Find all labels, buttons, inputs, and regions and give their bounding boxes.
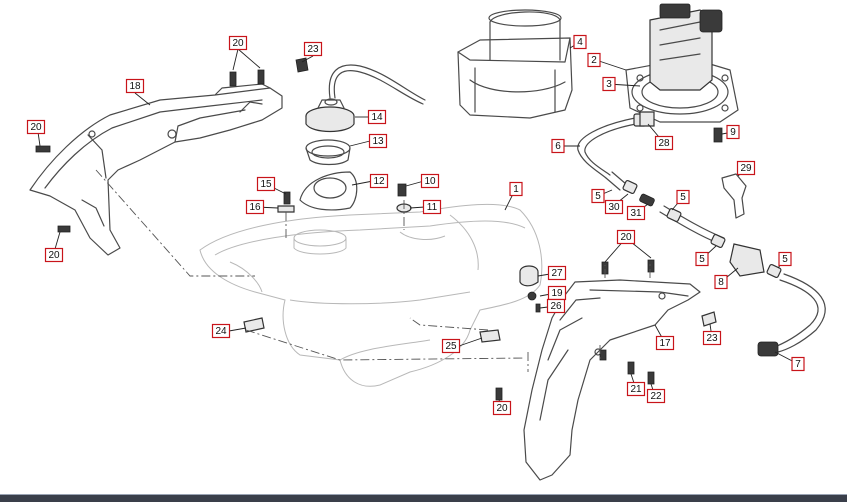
callout-number: 29 bbox=[740, 163, 752, 174]
callout-number: 25 bbox=[445, 341, 457, 352]
callout-c5b: 5 bbox=[676, 189, 690, 205]
callout-c5c: 5 bbox=[695, 251, 709, 267]
callout-number: 5 bbox=[680, 192, 686, 203]
callout-c16: 16 bbox=[245, 199, 265, 215]
callout-number: 6 bbox=[555, 141, 561, 152]
callout-c7: 7 bbox=[791, 356, 805, 372]
callout-number: 1 bbox=[513, 184, 519, 195]
fuel-pump-housing bbox=[457, 9, 573, 119]
callout-number: 12 bbox=[373, 176, 385, 187]
left-radiator-shroud bbox=[29, 83, 283, 256]
filler-neck-ring bbox=[299, 171, 358, 211]
breather-hose bbox=[328, 64, 426, 105]
callout-c5a: 5 bbox=[591, 188, 605, 204]
callout-c23b: 23 bbox=[702, 330, 722, 346]
callout-c20e: 20 bbox=[492, 400, 512, 416]
callout-c17: 17 bbox=[655, 335, 675, 351]
callout-number: 5 bbox=[595, 191, 601, 202]
callout-c9: 9 bbox=[726, 124, 740, 140]
callout-number: 22 bbox=[650, 391, 662, 402]
callout-c12: 12 bbox=[369, 173, 389, 189]
callout-number: 9 bbox=[730, 127, 736, 138]
callout-number: 20 bbox=[30, 122, 42, 133]
leader-lines bbox=[37, 41, 799, 409]
callout-number: 8 bbox=[718, 277, 724, 288]
callout-c23a: 23 bbox=[303, 41, 323, 57]
callout-c1: 1 bbox=[509, 181, 523, 197]
callout-number: 24 bbox=[215, 326, 227, 337]
callout-c8: 8 bbox=[714, 274, 728, 290]
callout-number: 3 bbox=[606, 79, 612, 90]
callout-c20d: 20 bbox=[616, 229, 636, 245]
right-radiator-shroud bbox=[523, 279, 701, 481]
callout-number: 20 bbox=[496, 403, 508, 414]
callout-c6: 6 bbox=[551, 138, 565, 154]
callout-c5d: 5 bbox=[778, 251, 792, 267]
callout-c21: 21 bbox=[626, 381, 646, 397]
fuel-tank bbox=[199, 203, 543, 387]
callout-c25: 25 bbox=[441, 338, 461, 354]
callout-c14: 14 bbox=[367, 109, 387, 125]
bottom-scrollbar[interactable] bbox=[0, 494, 847, 502]
callout-c28: 28 bbox=[654, 135, 674, 151]
callout-number: 7 bbox=[795, 359, 801, 370]
callout-number: 5 bbox=[699, 254, 705, 265]
callout-c15: 15 bbox=[256, 176, 276, 192]
callout-c13: 13 bbox=[368, 133, 388, 149]
callout-number: 10 bbox=[424, 176, 436, 187]
fuel-line bbox=[605, 171, 826, 357]
callout-number: 31 bbox=[630, 208, 642, 219]
callout-number: 28 bbox=[658, 138, 670, 149]
callout-number: 30 bbox=[608, 202, 620, 213]
callout-c24: 24 bbox=[211, 323, 231, 339]
callout-c4: 4 bbox=[573, 34, 587, 50]
assembly-lines bbox=[95, 169, 651, 372]
callout-number: 5 bbox=[782, 254, 788, 265]
callout-c10: 10 bbox=[420, 173, 440, 189]
callout-number: 20 bbox=[620, 232, 632, 243]
callout-number: 20 bbox=[48, 250, 60, 261]
callout-c29: 29 bbox=[736, 160, 756, 176]
callout-c27: 27 bbox=[547, 265, 567, 281]
callout-number: 16 bbox=[249, 202, 261, 213]
callout-number: 14 bbox=[371, 112, 383, 123]
cap-gasket bbox=[305, 139, 351, 166]
callout-c20c: 20 bbox=[44, 247, 64, 263]
callout-c18: 18 bbox=[125, 78, 145, 94]
callout-number: 26 bbox=[550, 301, 562, 312]
callout-c19: 19 bbox=[547, 285, 567, 301]
callout-number: 23 bbox=[706, 333, 718, 344]
callout-number: 23 bbox=[307, 44, 319, 55]
fuel-pump bbox=[625, 3, 739, 123]
callout-c20a: 20 bbox=[228, 35, 248, 51]
callout-number: 11 bbox=[427, 202, 438, 213]
callout-number: 2 bbox=[591, 55, 597, 66]
callout-c20b: 20 bbox=[26, 119, 46, 135]
callout-number: 18 bbox=[129, 81, 141, 92]
callout-number: 19 bbox=[551, 288, 563, 299]
callout-c26: 26 bbox=[546, 298, 566, 314]
callout-number: 13 bbox=[372, 136, 384, 147]
callout-number: 15 bbox=[260, 179, 272, 190]
fasteners bbox=[35, 57, 747, 401]
callout-number: 4 bbox=[577, 37, 583, 48]
callout-c30: 30 bbox=[604, 199, 624, 215]
callout-c31: 31 bbox=[626, 205, 646, 221]
callout-c3: 3 bbox=[602, 76, 616, 92]
callout-number: 20 bbox=[232, 38, 244, 49]
callout-number: 17 bbox=[659, 338, 671, 349]
callout-c22: 22 bbox=[646, 388, 666, 404]
callout-number: 21 bbox=[630, 384, 642, 395]
fuel-hose-6 bbox=[577, 113, 647, 179]
callout-c11: 11 bbox=[422, 199, 442, 215]
fuel-cap bbox=[305, 98, 355, 133]
callout-c2: 2 bbox=[587, 52, 601, 68]
callout-number: 27 bbox=[551, 268, 563, 279]
